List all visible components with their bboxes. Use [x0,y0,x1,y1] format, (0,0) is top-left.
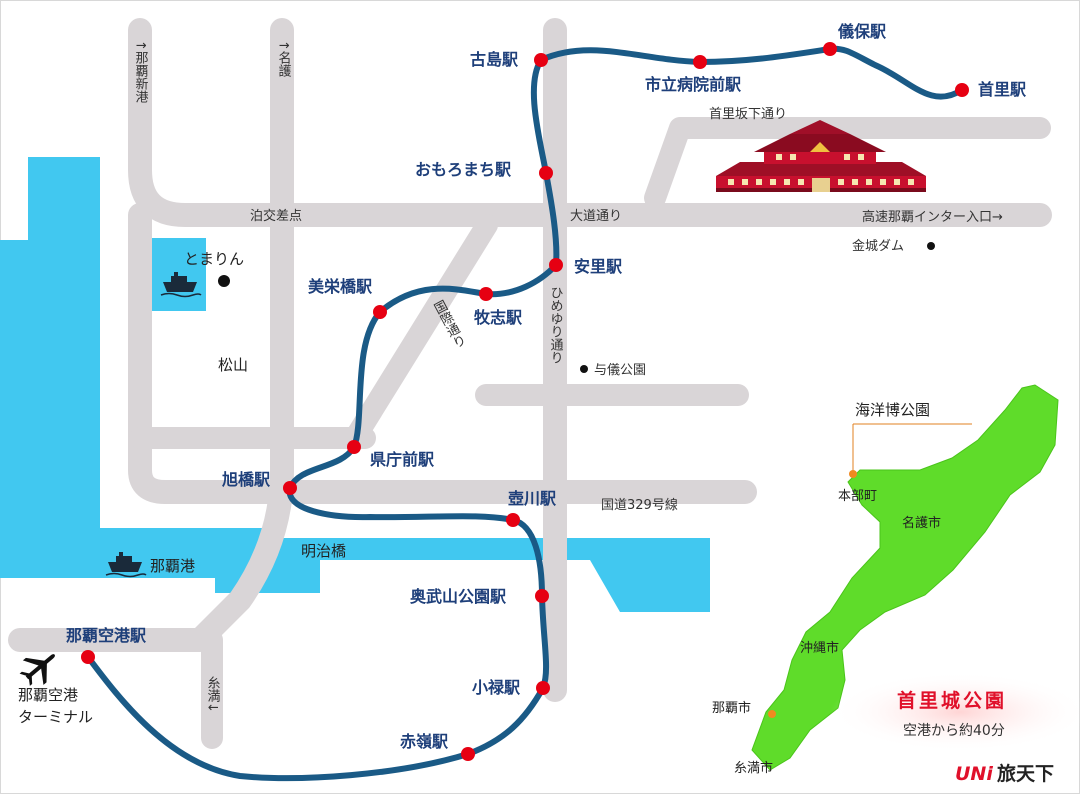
brand-name: 旅天下 [997,762,1054,785]
brand-logo-mark: UNi [955,763,993,785]
kaiyohaku-label: 海洋博公園 [855,401,930,419]
shuri-park-glow [830,672,1080,752]
road-label-naha-shinko: ↑那覇新港 [133,40,149,103]
harbor-water [0,157,710,612]
matsuyama-label: 松山 [218,356,248,374]
station-dot-asahibashi[interactable] [283,481,297,495]
location-dot-icon [218,275,230,287]
tomarin-label: とまりん [184,250,244,268]
station-label-akamine[interactable]: 赤嶺駅 [400,732,449,751]
nago-city-label: 名護市 [902,515,941,531]
station-dot-kenchomae[interactable] [347,440,361,454]
okinawa-island-inset: 海洋博公園 本部町 名護市 沖縄市 那覇市 糸満市 首里城公園 空港から約40分 [712,384,1080,776]
station-label-shiritsu[interactable]: 市立病院前駅 [645,75,742,94]
airport-time-label: 空港から約40分 [903,723,1005,739]
station-label-asato[interactable]: 安里駅 [574,257,623,276]
station-dot-airport[interactable] [81,650,95,664]
station-dot-oroku[interactable] [536,681,550,695]
road-label-shurizaka: 首里坂下通り [709,107,787,122]
road-label-odo: 大道通り [570,209,622,224]
station-label-oroku[interactable]: 小禄駅 [472,678,521,697]
yogi-park-label: 与儀公園 [594,363,646,378]
itoman-city-label: 糸満市 [734,760,773,776]
road-kokusai [344,214,498,449]
airplane-icon [19,654,55,686]
place-labels: とまりん 松山 与儀公園 金城ダム 明治橋 那覇港 那覇空港 ターミナル [18,238,935,726]
station-label-omoromachi[interactable]: おもろまち駅 [415,160,512,179]
station-dot-omoromachi[interactable] [539,166,553,180]
station-dot-tsubogawa[interactable] [506,513,520,527]
ship-icon [160,272,202,298]
ship-icon [105,552,147,578]
station-label-makishi[interactable]: 牧志駅 [474,308,523,327]
motobu-dot [849,470,857,478]
castle-icon [716,120,926,192]
airport-terminal-label-1: 那覇空港 [18,686,78,704]
station-label-furujima[interactable]: 古島駅 [470,50,519,69]
motobu-label: 本部町 [838,489,877,504]
station-dot-asato[interactable] [549,258,563,272]
road-shurizaka [644,117,1051,209]
naha-city-label: 那覇市 [712,700,751,716]
station-dot-onoyama[interactable] [535,589,549,603]
road-label-tomari: 泊交差点 [250,208,302,224]
naha-port-label: 那覇港 [150,557,195,575]
station-dot-akamine[interactable] [461,747,475,761]
location-dot-icon [580,365,588,373]
station-label-tsubogawa[interactable]: 壺川駅 [508,489,557,508]
road-tomari-odo [128,18,1052,227]
station-labels: 首里駅 儀保駅 市立病院前駅 古島駅 おもろまち駅 安里駅 牧志駅 美栄橋駅 県… [66,22,1027,751]
road-label-kosoku: 高速那覇インター入口→ [862,209,1003,225]
road-network [8,18,1052,749]
station-markers [81,42,969,761]
okinawa-city-label: 沖縄市 [800,640,839,656]
station-label-gibo[interactable]: 儀保駅 [837,22,887,41]
road-route329 [128,203,757,504]
station-dot-shuri[interactable] [955,83,969,97]
brand-logo: UNi 旅天下 [955,762,1054,785]
meiji-bridge-label: 明治橋 [301,542,346,560]
shuri-park-label: 首里城公園 [897,689,1007,712]
water-areas [0,157,710,612]
station-label-airport[interactable]: 那覇空港駅 [66,626,147,645]
station-dot-shiritsu[interactable] [693,55,707,69]
station-dot-miebashi[interactable] [373,305,387,319]
road-label-nago: ↑名護 [276,40,292,77]
airport-terminal-label-2: ターミナル [18,708,93,726]
tomari-port-water [152,238,206,311]
location-dot-icon [927,242,935,250]
okinawa-island-shape [751,384,1059,771]
road-label-himeyuri: ひめゆり通り [548,286,564,364]
station-label-kenchomae[interactable]: 県庁前駅 [370,450,435,469]
road-label-route329: 国道329号線 [601,497,678,513]
station-label-asahibashi[interactable]: 旭橋駅 [221,470,271,489]
station-dot-makishi[interactable] [479,287,493,301]
station-label-miebashi[interactable]: 美栄橋駅 [308,277,373,296]
kinjo-dam-label: 金城ダム [852,238,904,254]
station-label-shuri[interactable]: 首里駅 [978,80,1027,99]
station-dot-furujima[interactable] [534,53,548,67]
road-label-itoman: 糸満↓ [205,676,221,713]
station-label-onoyama[interactable]: 奥武山公園駅 [410,587,507,606]
station-dot-gibo[interactable] [823,42,837,56]
